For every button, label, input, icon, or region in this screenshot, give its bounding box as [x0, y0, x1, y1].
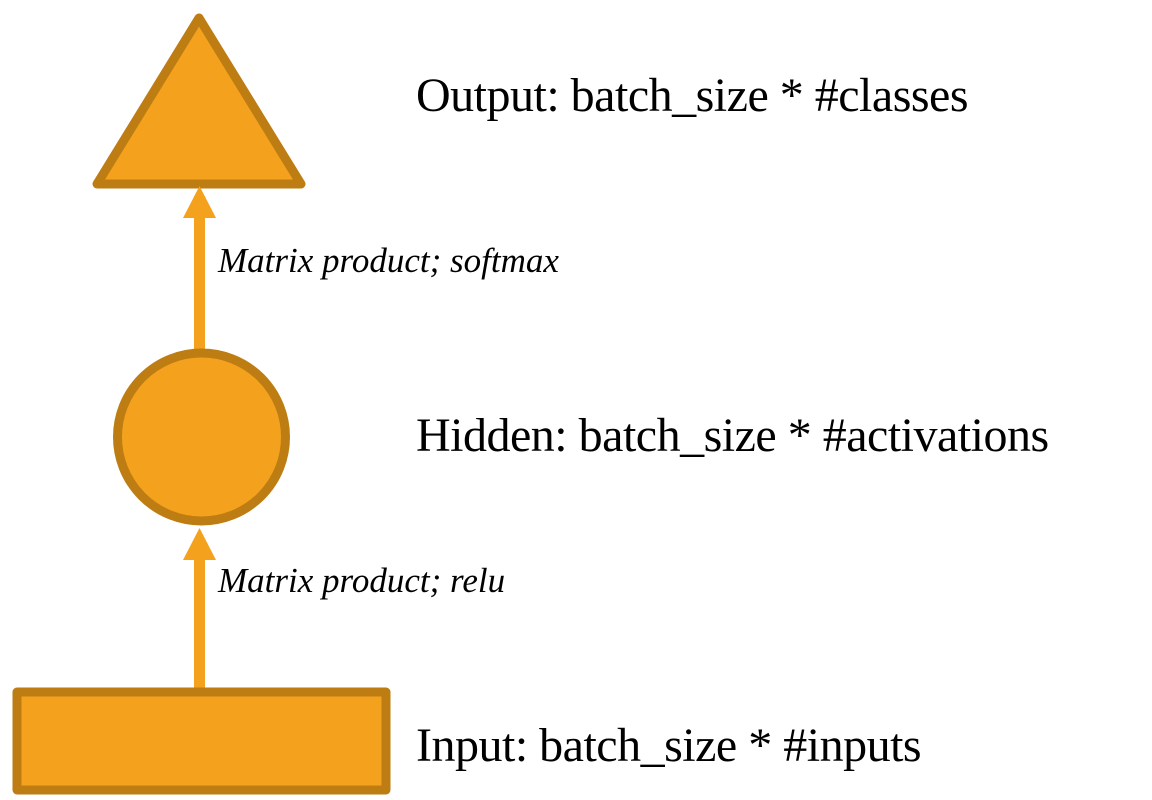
- node-label-hidden: Hidden: batch_size * #activations: [416, 409, 1049, 462]
- node-shape-output-triangle[interactable]: [92, 13, 306, 189]
- edge-arrow-hidden-to-output[interactable]: [183, 186, 216, 354]
- node-label-output: Output: batch_size * #classes: [416, 69, 969, 122]
- edge-label-input-to-hidden: Matrix product; relu: [218, 561, 506, 600]
- edge-arrow-input-to-hidden[interactable]: [183, 528, 216, 690]
- edge-label-hidden-to-output: Matrix product; softmax: [218, 241, 559, 280]
- node-shape-hidden-circle[interactable]: [113, 348, 290, 526]
- node-shape-input-rectangle[interactable]: [12, 687, 391, 795]
- node-label-input: Input: batch_size * #inputs: [416, 719, 922, 772]
